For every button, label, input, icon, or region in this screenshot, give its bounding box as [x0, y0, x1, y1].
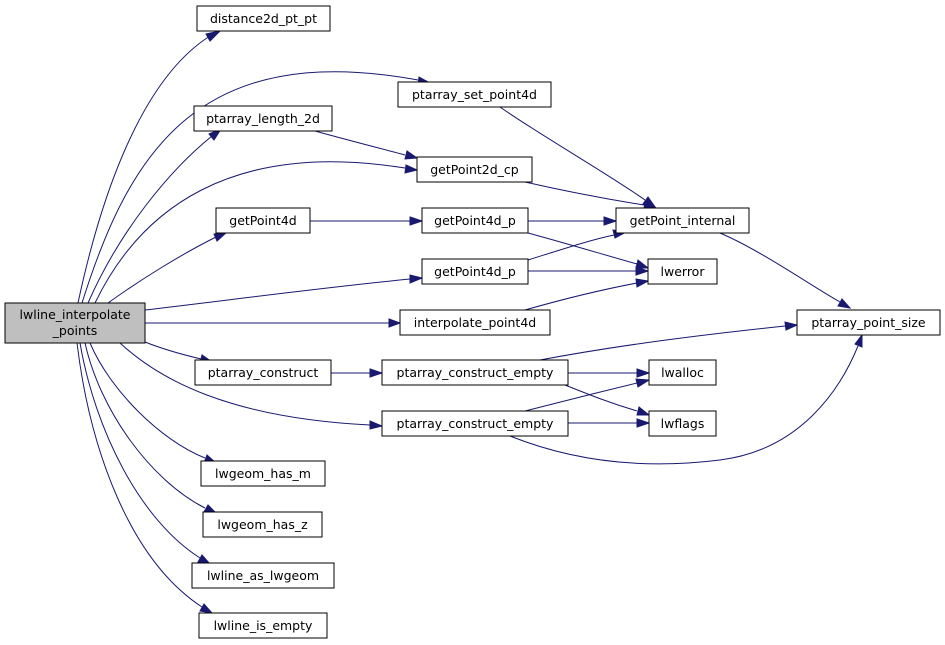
edge-getpoint4d-p-1-lwerror	[527, 232, 650, 269]
node-label: lwerror	[661, 264, 706, 279]
node-label: interpolate_point4d	[414, 315, 536, 330]
node-label: getPoint2d_cp	[430, 162, 519, 177]
edge-interpolate-point4d-lwerror	[524, 278, 650, 311]
node-label: ptarray_length_2d	[206, 111, 320, 126]
edge-root-lwgeom-has-z	[84, 342, 218, 514]
node-label: lwflags	[661, 416, 705, 431]
edges	[76, 30, 863, 614]
node-label: distance2d_pt_pt	[210, 11, 317, 26]
node-lwgeom-has-z[interactable]: lwgeom_has_z	[202, 511, 323, 538]
edge-root-getpoint2d-cp	[94, 161, 419, 304]
node-label: ptarray_point_size	[811, 315, 926, 330]
node-lwgeom-has-m[interactable]: lwgeom_has_m	[200, 460, 326, 487]
node-label-line1: lwline_interpolate	[20, 307, 131, 322]
node-ptarray-set-point4d[interactable]: ptarray_set_point4d	[397, 81, 552, 108]
node-label: lwline_as_lwgeom	[207, 568, 319, 583]
edge-ptarray-construct-empty-1-lwalloc	[568, 368, 651, 378]
edge-getpoint2d-cp-getpoint-internal	[524, 181, 658, 210]
node-label: getPoint_internal	[630, 213, 736, 228]
node-label-line2: _points	[52, 323, 98, 338]
nodes: lwline_interpolate _points distance2d_pt…	[4, 5, 941, 639]
node-label: lwalloc	[661, 365, 704, 380]
node-interpolate-point4d[interactable]: interpolate_point4d	[399, 309, 551, 336]
node-label: ptarray_construct	[208, 365, 319, 380]
node-lwerror[interactable]: lwerror	[647, 258, 718, 285]
edge-ptarray-construct-empty-1-ptarray-point-size	[539, 321, 799, 361]
edge-getpoint4d-p-2-getpoint-internal	[527, 229, 628, 261]
edge-root-lwline-as-lwgeom	[79, 342, 212, 565]
edge-ptarray-construct-empty-1-lwflags	[564, 384, 651, 416]
edge-getpoint4d-getpoint4d-p-1	[310, 216, 424, 226]
edge-ptarray-construct-empty-2-lwalloc	[524, 378, 651, 412]
node-lwline-interpolate-points[interactable]: lwline_interpolate _points	[4, 302, 146, 344]
node-getpoint-internal[interactable]: getPoint_internal	[615, 207, 750, 234]
edge-getpoint4d-p-1-getpoint-internal	[528, 216, 618, 226]
node-ptarray-length-2d[interactable]: ptarray_length_2d	[193, 105, 333, 132]
node-ptarray-point-size[interactable]: ptarray_point_size	[796, 309, 941, 336]
edge-root-interpolate-point4d	[145, 318, 402, 328]
node-lwline-is-empty[interactable]: lwline_is_empty	[198, 612, 328, 639]
node-distance2d-pt-pt[interactable]: distance2d_pt_pt	[196, 5, 331, 32]
node-lwline-as-lwgeom[interactable]: lwline_as_lwgeom	[191, 562, 335, 589]
edge-root-getpoint4d-p-2	[144, 274, 424, 311]
edge-root-ptarray-length-2d	[87, 127, 223, 304]
edge-ptarray-length-2d-getpoint2d-cp	[314, 130, 419, 160]
node-label: getPoint4d_p	[434, 264, 516, 279]
node-label: getPoint4d	[229, 213, 296, 228]
node-lwalloc[interactable]: lwalloc	[648, 359, 717, 386]
node-getpoint4d-p-2[interactable]: getPoint4d_p	[421, 258, 529, 285]
node-ptarray-construct[interactable]: ptarray_construct	[194, 359, 332, 386]
edge-root-lwline-is-empty	[76, 342, 214, 614]
edge-root-distance2d-pt-pt	[77, 30, 222, 304]
edge-getpoint-internal-ptarray-point-size	[719, 232, 852, 309]
node-label: ptarray_construct_empty	[397, 365, 555, 380]
node-ptarray-construct-empty-1[interactable]: ptarray_construct_empty	[381, 359, 569, 386]
edge-ptarray-construct-ptarray-construct-empty-1	[331, 368, 384, 378]
edge-root-ptarray-construct-empty-2	[119, 342, 384, 430]
node-label: ptarray_set_point4d	[412, 87, 537, 102]
node-getpoint4d-p-1[interactable]: getPoint4d_p	[421, 207, 529, 234]
node-label: lwline_is_empty	[214, 618, 313, 633]
node-label: lwgeom_has_m	[215, 466, 311, 481]
node-getpoint2d-cp[interactable]: getPoint2d_cp	[416, 156, 533, 183]
node-ptarray-construct-empty-2[interactable]: ptarray_construct_empty	[381, 410, 569, 437]
node-getpoint4d[interactable]: getPoint4d	[215, 207, 311, 234]
edge-ptarray-construct-empty-2-ptarray-point-size	[509, 333, 863, 465]
edge-getpoint4d-p-2-lwerror	[528, 266, 650, 276]
edge-ptarray-construct-empty-2-lwflags	[568, 418, 651, 428]
node-label: getPoint4d_p	[434, 213, 516, 228]
node-label: lwgeom_has_z	[217, 517, 308, 532]
node-label: ptarray_construct_empty	[397, 416, 555, 431]
edge-root-getpoint4d	[107, 231, 229, 304]
node-lwflags[interactable]: lwflags	[648, 410, 717, 437]
